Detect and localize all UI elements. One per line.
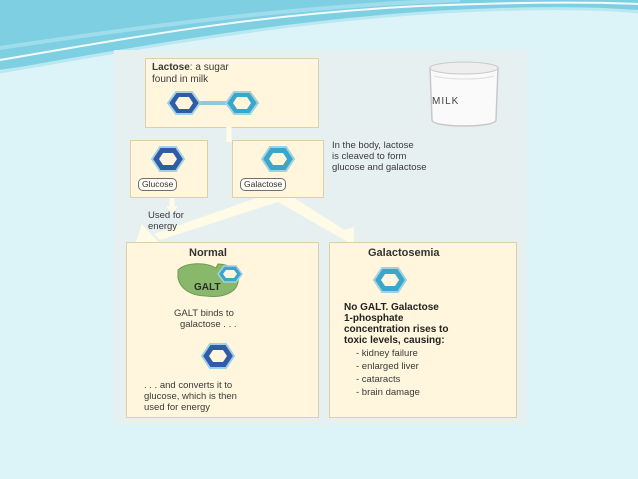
- normal-heading: Normal: [189, 247, 227, 259]
- lactose-desc-2: found in milk: [152, 74, 209, 85]
- galactosemia-line-3: concentration rises to: [344, 324, 449, 335]
- energy-text-2: energy: [148, 221, 178, 232]
- galactosemia-line-2: 1-phosphate: [344, 313, 404, 324]
- galactosemia-heading: Galactosemia: [368, 247, 440, 259]
- galactosemia-line-4: toxic levels, causing:: [344, 335, 445, 346]
- lactose-caption: Lactose: a sugar: [152, 62, 229, 73]
- galactosemia-galactose-hexagon-icon: [372, 267, 408, 293]
- effect-item: - enlarged liver: [356, 361, 419, 372]
- converts-text-3: used for energy: [144, 402, 211, 413]
- converted-glucose-hexagon-icon: [200, 343, 236, 369]
- galactose-label: Galactose: [240, 178, 287, 191]
- milk-carton-icon: [429, 61, 499, 127]
- galactosemia-panel: [329, 242, 517, 418]
- cleave-text-3: glucose and galactose: [332, 162, 427, 173]
- galt-binds-1: GALT binds to: [174, 308, 234, 319]
- effect-item: - cataracts: [356, 374, 401, 385]
- lactose-title: Lactose: [152, 62, 190, 73]
- glucose-hexagon-icon: [150, 146, 186, 172]
- glucose-label: Glucose: [138, 178, 178, 191]
- milk-label: MILK: [432, 96, 460, 107]
- galt-label: GALT: [194, 282, 221, 293]
- cleave-text-1: In the body, lactose: [332, 140, 414, 151]
- galt-enzyme-icon: [177, 263, 243, 297]
- effect-item: - brain damage: [356, 387, 420, 398]
- galactose-hexagon-icon: [260, 146, 296, 172]
- converts-text-2: glucose, which is then: [144, 391, 237, 402]
- lactose-molecule-icon: [166, 91, 260, 115]
- galt-binds-2: galactose . . .: [180, 319, 237, 330]
- energy-text-1: Used for: [148, 210, 184, 221]
- galactosemia-line-1: No GALT. Galactose: [344, 302, 439, 313]
- converts-text-1: . . . and converts it to: [144, 380, 233, 391]
- cleave-text-2: is cleaved to form: [332, 151, 407, 162]
- lactose-panel: [145, 58, 319, 128]
- lactose-desc-1: : a sugar: [189, 62, 229, 73]
- effect-item: - kidney failure: [356, 348, 418, 359]
